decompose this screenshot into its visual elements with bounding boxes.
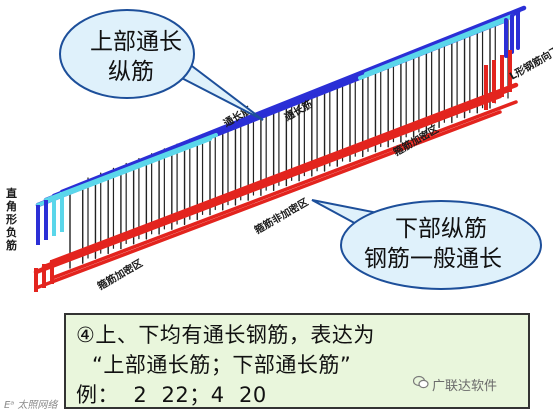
- bottom-longitudinal-bars: [33, 82, 519, 290]
- callout-bottom: 下部纵筋 钢筋一般通长: [311, 199, 542, 290]
- left-anchors: [34, 192, 64, 292]
- callout-bottom-line2: 钢筋一般通长: [364, 246, 502, 272]
- callout-bottom-ellipse: [340, 200, 542, 290]
- side-char-4: 负: [6, 225, 17, 239]
- callout-bottom-line1: 下部纵筋: [395, 216, 487, 242]
- watermark-brand: 广联达软件: [432, 379, 498, 394]
- bottom-bar-lower: [50, 100, 518, 280]
- wechat-logo-icon: [413, 375, 429, 389]
- bottom-bar-lower: [34, 110, 502, 290]
- top-bar-light-left: [44, 133, 218, 202]
- side-char-2: 角: [6, 199, 17, 213]
- note-line-1: ④上、下均有通长钢筋，表达为: [76, 323, 375, 347]
- bottom-bar: [49, 82, 519, 265]
- note-line-2: “上部通长筋；下部通长筋”: [92, 353, 352, 377]
- callout-top-line2: 纵筋: [108, 59, 154, 85]
- side-char-1: 直: [6, 186, 17, 200]
- watermark-left: Eᵃ 太照网络: [4, 400, 58, 411]
- callout-top-ellipse: [59, 9, 195, 99]
- note-line-3: 例： 2 22；4 20: [76, 383, 267, 407]
- top-bar-light-right: [364, 14, 514, 76]
- side-char-3: 形: [6, 213, 17, 226]
- top-through-bars: [35, 5, 527, 208]
- label-side-vertical: 直 角 形 负 筋: [5, 186, 17, 252]
- right-red-anchors: [484, 50, 512, 110]
- side-char-5: 筋: [5, 238, 17, 252]
- callout-top: 上部通长 纵筋: [59, 9, 264, 121]
- note-box: ④上、下均有通长钢筋，表达为 “上部通长筋；下部通长筋” 例： 2 22；4 2…: [64, 313, 530, 409]
- top-bar: [59, 5, 527, 195]
- callout-top-line1: 上部通长: [90, 29, 182, 55]
